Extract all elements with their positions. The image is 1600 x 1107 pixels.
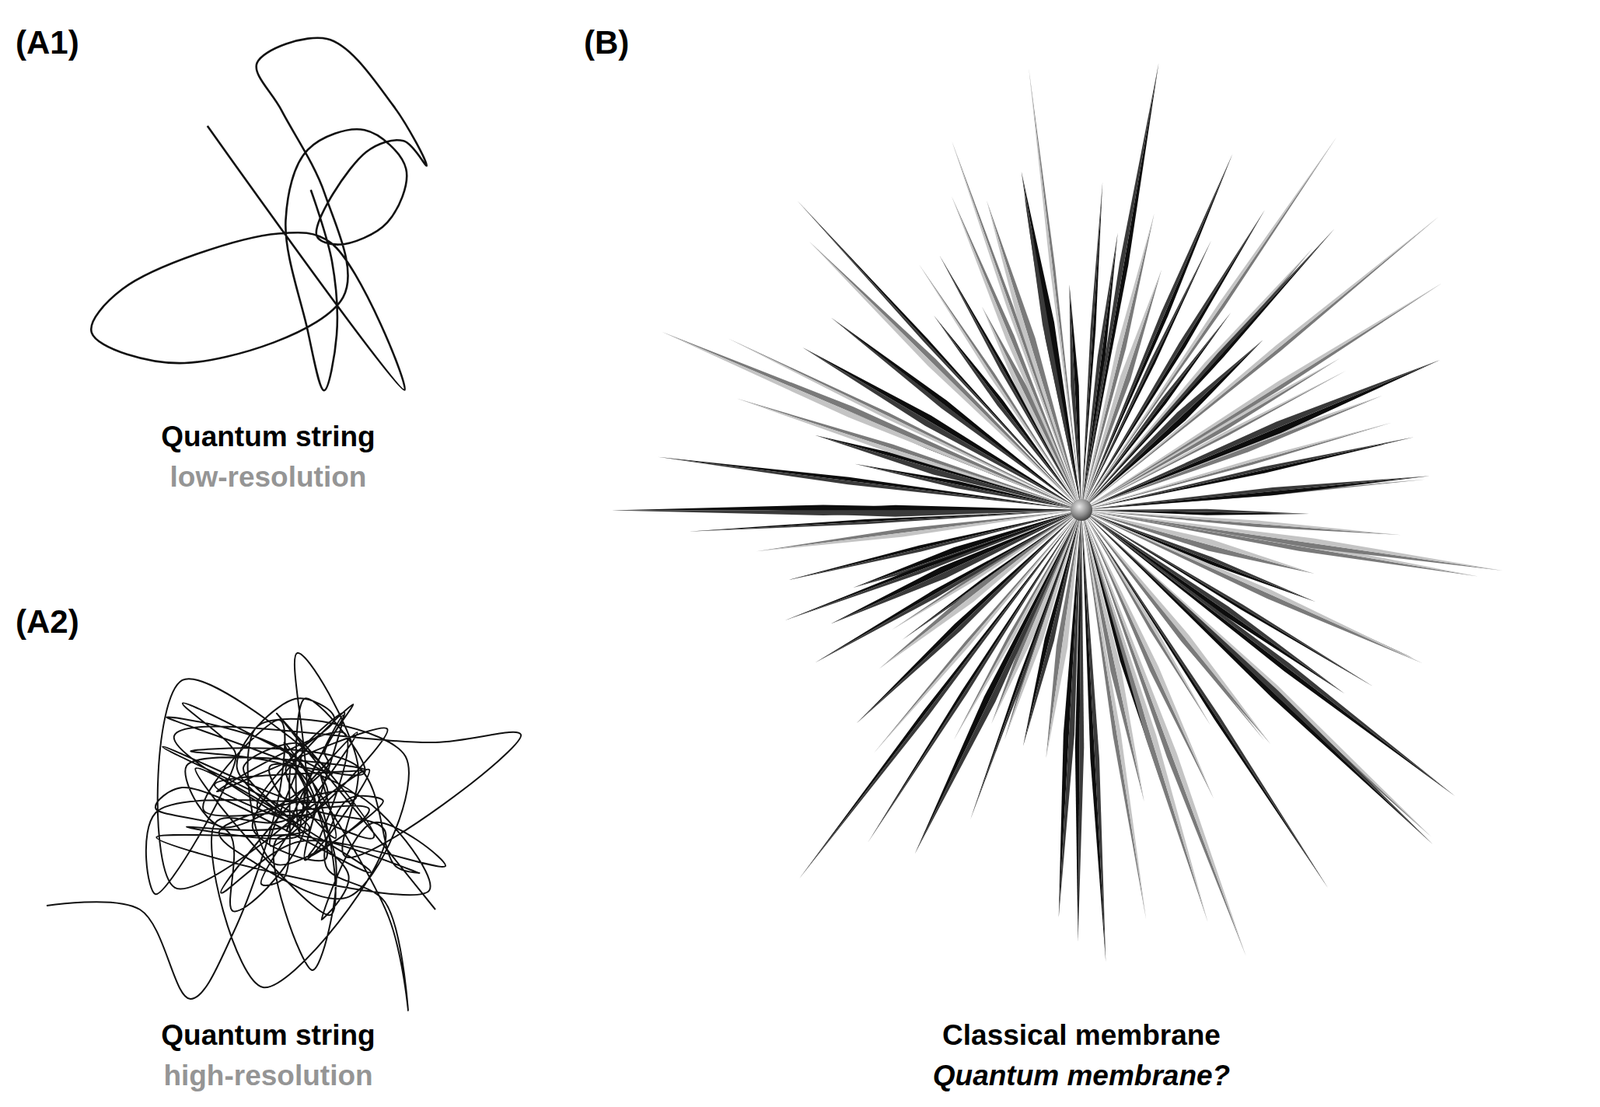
spike-half (799, 512, 1080, 879)
spike (1083, 511, 1455, 797)
spike (1084, 509, 1310, 516)
spike-half (1021, 171, 1082, 507)
spike-half (797, 201, 1080, 508)
spike-half (1084, 475, 1430, 510)
spike-half (1083, 512, 1433, 846)
spike-half (1084, 475, 1430, 510)
panel-label: (A1) (15, 23, 80, 63)
spike-half (1082, 513, 1246, 957)
spike (1083, 512, 1433, 846)
spike-half (1028, 68, 1081, 507)
string-curve (46, 653, 521, 1011)
spike-half (756, 510, 1079, 552)
spike-half (1021, 171, 1082, 507)
spike-half (1083, 511, 1455, 797)
spike (737, 398, 1080, 510)
quantum-string-low (90, 38, 427, 392)
spike (1084, 475, 1430, 510)
spike (1082, 62, 1160, 507)
spike-half (1083, 512, 1433, 846)
spike-half (868, 512, 1080, 842)
spike-half (915, 513, 1080, 855)
spike-half (1083, 282, 1442, 509)
spike-half (1081, 513, 1106, 962)
spike-half (1082, 62, 1160, 507)
spike (1082, 513, 1246, 957)
spike-half (797, 201, 1080, 508)
spike-half (1078, 513, 1085, 942)
spike-half (1083, 511, 1455, 797)
spike-half (611, 510, 1079, 516)
caption-subtext: high-resolution (163, 1058, 373, 1094)
string-curve (90, 38, 427, 392)
spike-half (1082, 137, 1337, 508)
spike (809, 241, 1080, 508)
spike-half (868, 512, 1080, 842)
spike-half (1083, 216, 1439, 509)
spike-half (1082, 62, 1160, 507)
spike (661, 331, 1079, 510)
spike (1081, 513, 1106, 962)
spike (756, 510, 1079, 552)
spike-half (661, 331, 1079, 510)
caption-text: Quantum string (160, 1018, 375, 1053)
spike (1028, 68, 1081, 507)
spike (799, 512, 1080, 879)
spike (1082, 137, 1337, 508)
center-sphere (1070, 499, 1093, 521)
caption-subtext: low-resolution (170, 460, 367, 495)
spike-half (1082, 513, 1246, 957)
spike-half (1083, 282, 1442, 509)
spike-half (915, 513, 1080, 855)
spike-half (756, 510, 1079, 552)
spike (1075, 513, 1084, 942)
spike-half (1082, 137, 1337, 508)
caption-subtext: Quantum membrane? (932, 1058, 1230, 1094)
spike-half (611, 504, 1079, 511)
spike-half (737, 398, 1080, 510)
caption-text: Quantum string (160, 419, 375, 455)
spike (611, 504, 1079, 516)
spike-half (1028, 68, 1081, 507)
spike-half (809, 241, 1080, 508)
spike (1021, 171, 1082, 507)
caption-text: Classical membrane (942, 1018, 1221, 1053)
spike (797, 201, 1080, 508)
panel-label: (A2) (15, 602, 80, 642)
spike-half (661, 331, 1079, 510)
spike-half (737, 398, 1080, 510)
spike-half (799, 512, 1080, 879)
spike (868, 512, 1080, 842)
spike-half (727, 338, 1079, 509)
spike (1083, 216, 1439, 509)
quantum-string-high (46, 653, 521, 1011)
spike (1083, 282, 1442, 509)
spike-half (1084, 359, 1441, 510)
spike-half (1081, 181, 1103, 507)
membrane-spikes (611, 62, 1503, 962)
spike-half (1081, 181, 1103, 507)
spike-half (1081, 513, 1106, 962)
spike (1081, 181, 1103, 507)
spike-half (809, 241, 1080, 508)
spike-half (1084, 359, 1441, 510)
spike (727, 338, 1079, 509)
spike-half (1083, 216, 1439, 509)
panel-label: (B) (583, 23, 629, 63)
spike (915, 513, 1080, 855)
spike-half (727, 338, 1079, 509)
spike (1084, 359, 1441, 510)
